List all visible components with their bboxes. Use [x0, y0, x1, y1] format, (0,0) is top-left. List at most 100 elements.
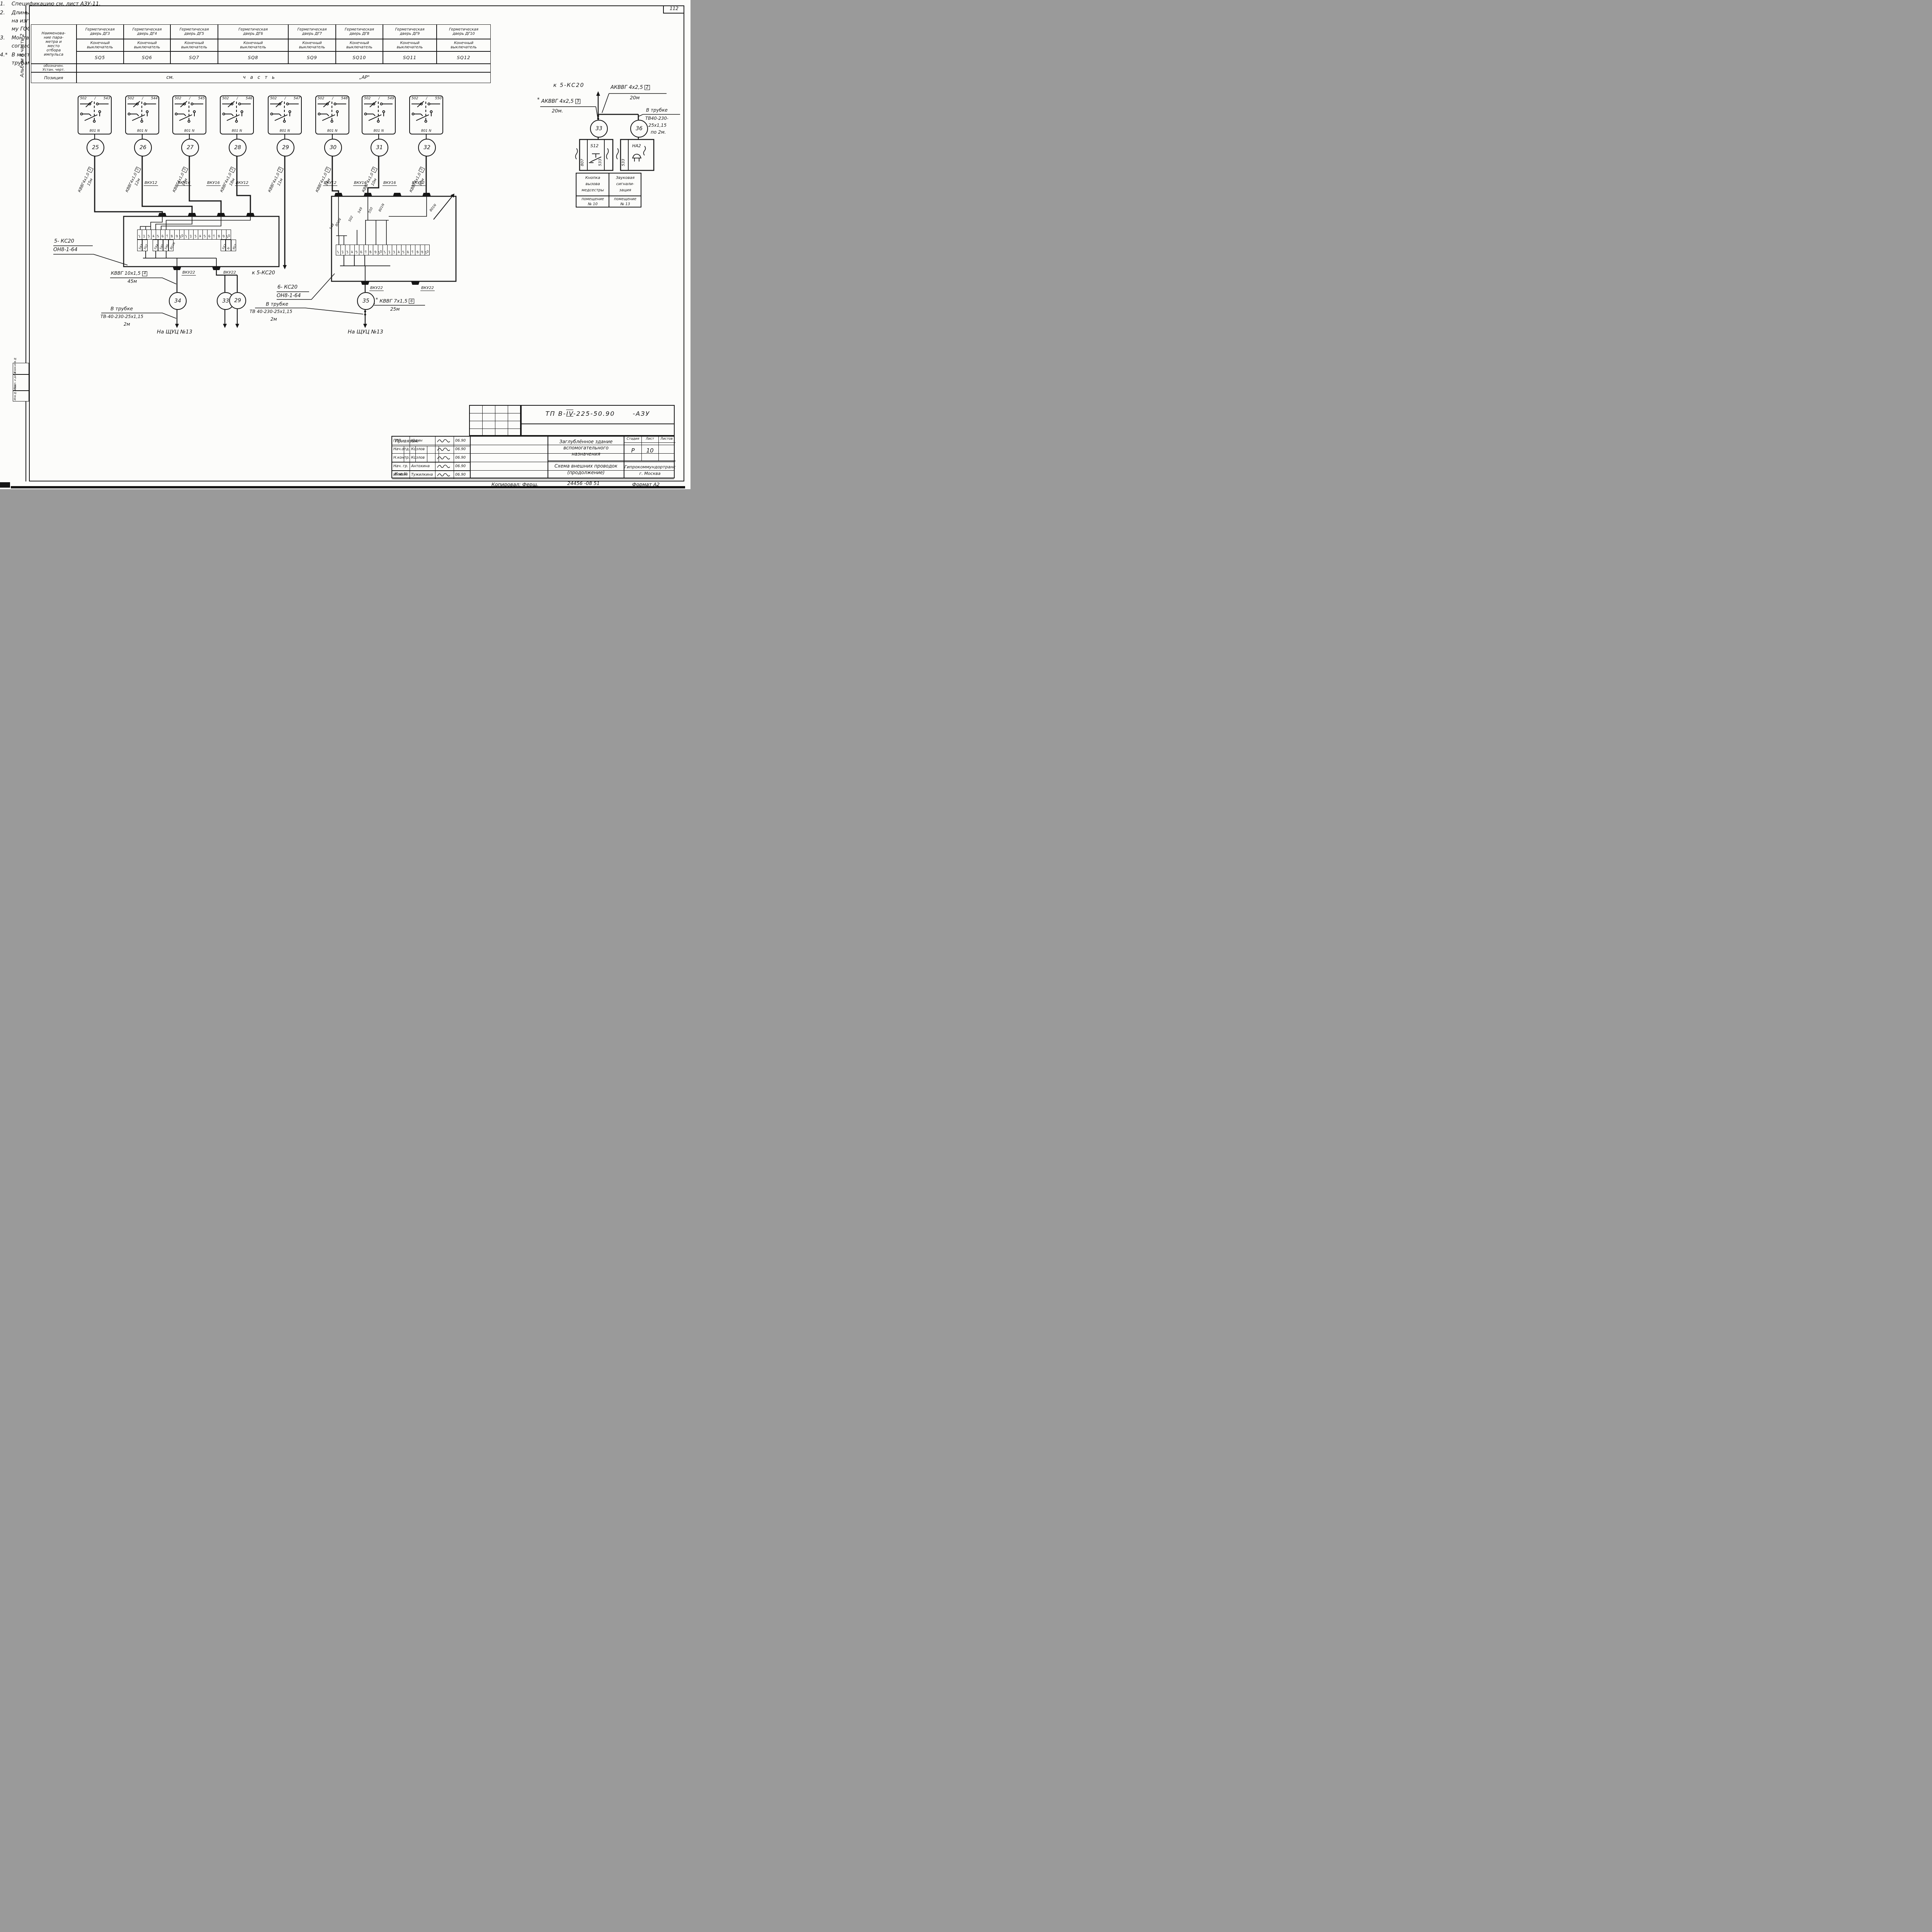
sheet-title: Схема внешних проводок(продолжение) — [554, 463, 618, 475]
arrowheads — [175, 324, 239, 328]
wire-name-cell: 547 — [220, 240, 227, 251]
terminal-cell: 10 — [424, 245, 430, 255]
dev1-label: S12 — [590, 143, 599, 148]
tag-cell: SQ10 — [336, 51, 383, 64]
signature-squiggle — [437, 473, 450, 476]
wire-number-bottom: 801 N — [231, 129, 242, 133]
sheet-header: Лист — [646, 437, 654, 441]
terminal-cell: 10 — [226, 230, 231, 240]
parameter-table: Наименова- ние пара- метра и место отбор… — [31, 24, 491, 83]
wiring-svg — [53, 91, 680, 328]
leader-5ks20 — [53, 245, 128, 265]
wire-name-cell: 502 — [142, 240, 149, 251]
slash: ∕ — [332, 97, 333, 100]
glands-top-2 — [334, 193, 431, 196]
sign-name: Юдин — [410, 437, 435, 445]
gland-label: ВКУ12 — [235, 181, 249, 186]
switch-symbol-box: 502∕545 801 N — [172, 95, 206, 134]
balloon-36: 36 — [630, 120, 648, 138]
glands-bottom-2 — [361, 281, 420, 285]
sign-date: 06.90 — [455, 473, 466, 477]
connector-line — [142, 134, 143, 139]
slash: ∕ — [189, 97, 190, 100]
sign-name: Антохина — [410, 462, 435, 470]
position-balloon: 31 — [371, 139, 388, 156]
sign-row: Нач.отд. Козлов 06.90 — [392, 445, 674, 454]
button-symbol-S12 — [589, 153, 602, 163]
switch-contact-glyph — [175, 101, 203, 123]
wire-numbers: 502∕547 — [270, 97, 300, 100]
wavy-marks — [575, 146, 646, 160]
gland-label: ВКУ22 — [420, 286, 435, 291]
cable34-length: 45м — [128, 279, 137, 284]
stamp-box: Подп. и дата — [13, 372, 29, 391]
wire-name-cell: 807 — [231, 240, 237, 251]
position-balloon: 28 — [229, 139, 247, 156]
sign-name: Тужилкина — [410, 471, 435, 479]
dev2-label: НА2 — [632, 143, 641, 148]
doc-number: ТП В-IV-225-50.90-АЗУ — [545, 410, 650, 417]
wire-name-cell: 543 — [137, 240, 143, 251]
wire-numbers: 502∕550 — [412, 97, 442, 100]
box1-name: 5- КС20 — [54, 238, 74, 244]
position-balloon: 32 — [418, 139, 436, 156]
wire-name-cell: N — [226, 240, 231, 251]
param-row5-value: см. ч а с т ь „АР" — [76, 72, 491, 83]
cable35-length: 25м — [390, 306, 400, 312]
tube35-l3: 2м — [270, 316, 277, 322]
sign-date: 06.90 — [455, 456, 466, 460]
signature — [435, 445, 454, 453]
tube34-l1: В трубке — [111, 306, 133, 311]
sign-name: Козлов — [410, 445, 435, 453]
grid-line — [482, 406, 483, 435]
balloon-34: 34 — [169, 292, 187, 310]
footer-code: 24456 -08 51 — [567, 480, 600, 486]
line — [641, 437, 642, 461]
tag-cell: SQ6 — [124, 51, 170, 64]
drawing-sheet: 112 Альбом 8 часть 2 Взам.инв.№ Подп. и … — [0, 0, 690, 489]
title-block: Привязан: Инв № ГИП Юдин 06.90 Нач.отд. … — [391, 436, 676, 479]
position-balloon: 27 — [181, 139, 199, 156]
wire-name-cell: 544 — [153, 240, 159, 251]
tube35-l1: В трубке — [266, 301, 289, 307]
sign-row: Н.контр. Козлов 06.90 — [392, 454, 674, 462]
signature — [435, 454, 454, 462]
leader-kvvg7 — [366, 303, 425, 306]
sign-role: Инжен. — [392, 471, 410, 479]
sheet-value: 10 — [646, 447, 654, 454]
gland-label: ВКУ16 — [206, 181, 221, 186]
inv-label: Инв № — [395, 472, 408, 476]
arrow-lines-34-33-29 — [176, 308, 238, 325]
sign-date: 06.90 — [455, 464, 466, 468]
arrow-801N — [451, 194, 454, 198]
wire-name-cell: 545 — [158, 240, 164, 251]
gland-label: ВКУ22 — [182, 270, 196, 276]
dest-34: На ЩУЦ №13 — [157, 329, 192, 335]
param-row5-header: Позиция — [31, 72, 77, 83]
gland-label: ВКУ16 — [353, 181, 367, 186]
tag-cell: SQ5 — [76, 51, 124, 64]
wire-number-bottom: 801 N — [89, 129, 100, 133]
line — [392, 462, 470, 463]
leader-tube34 — [101, 313, 177, 319]
box1-bottom-wiring — [143, 251, 217, 267]
slash: ∕ — [142, 97, 143, 100]
slash: ∕ — [236, 97, 238, 100]
wire-numbers: 502∕544 — [128, 97, 158, 100]
wire-name-cell: 801N — [168, 240, 176, 251]
glands-top-1 — [158, 213, 255, 216]
box2-name: 6- КС20 — [277, 284, 298, 290]
